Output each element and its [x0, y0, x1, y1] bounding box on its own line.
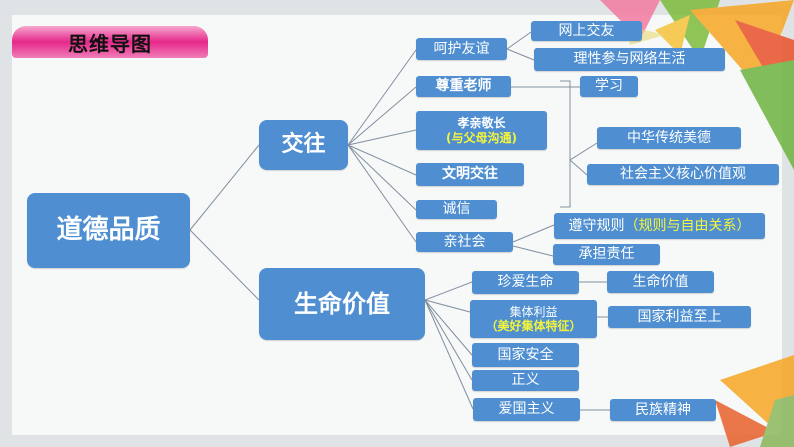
node-c4: 文明交往 — [416, 163, 524, 186]
node-shared2: 社会主义核心价值观 — [587, 164, 779, 185]
label: 孝亲敬长 — [457, 116, 506, 131]
label: 遵守规则 — [568, 217, 625, 234]
node-c6b: 承担责任 — [553, 244, 660, 265]
node-d5: 爱国主义 — [473, 398, 580, 421]
label: 集体利益 — [509, 304, 558, 319]
node-c3: 孝亲敬长(与父母沟通) — [416, 111, 547, 150]
node-d5a: 民族精神 — [610, 399, 716, 421]
node-d2a: 国家利益至上 — [608, 306, 751, 328]
node-c6a: 遵守规则（规则与自由关系） — [554, 213, 765, 239]
node-c1b: 理性参与网络生活 — [534, 48, 725, 71]
note: (与父母沟通) — [446, 130, 517, 145]
node-d1a: 生命价值 — [607, 271, 714, 293]
root-node: 道德品质 — [27, 193, 190, 268]
node-d4: 正义 — [472, 370, 579, 391]
node-c2: 尊重老师 — [416, 76, 511, 97]
branch-jiaowang: 交往 — [259, 120, 348, 170]
node-c1a: 网上交友 — [531, 21, 642, 41]
node-c1: 呵护友谊 — [416, 38, 507, 60]
node-d3: 国家安全 — [472, 343, 579, 367]
page-title: 思维导图 — [68, 31, 152, 56]
node-d1: 珍爱生命 — [472, 271, 579, 294]
node-c6: 亲社会 — [416, 232, 513, 252]
node-c2a: 学习 — [580, 76, 638, 97]
branch-shengming: 生命价值 — [259, 268, 425, 340]
title-banner: 思维导图 — [12, 26, 208, 58]
node-shared1: 中华传统美德 — [597, 127, 741, 149]
node-d2: 集体利益（美好集体特征） — [470, 300, 597, 338]
note: （规则与自由关系） — [624, 217, 751, 234]
node-c5: 诚信 — [416, 200, 497, 219]
note: （美好集体特征） — [485, 319, 582, 333]
